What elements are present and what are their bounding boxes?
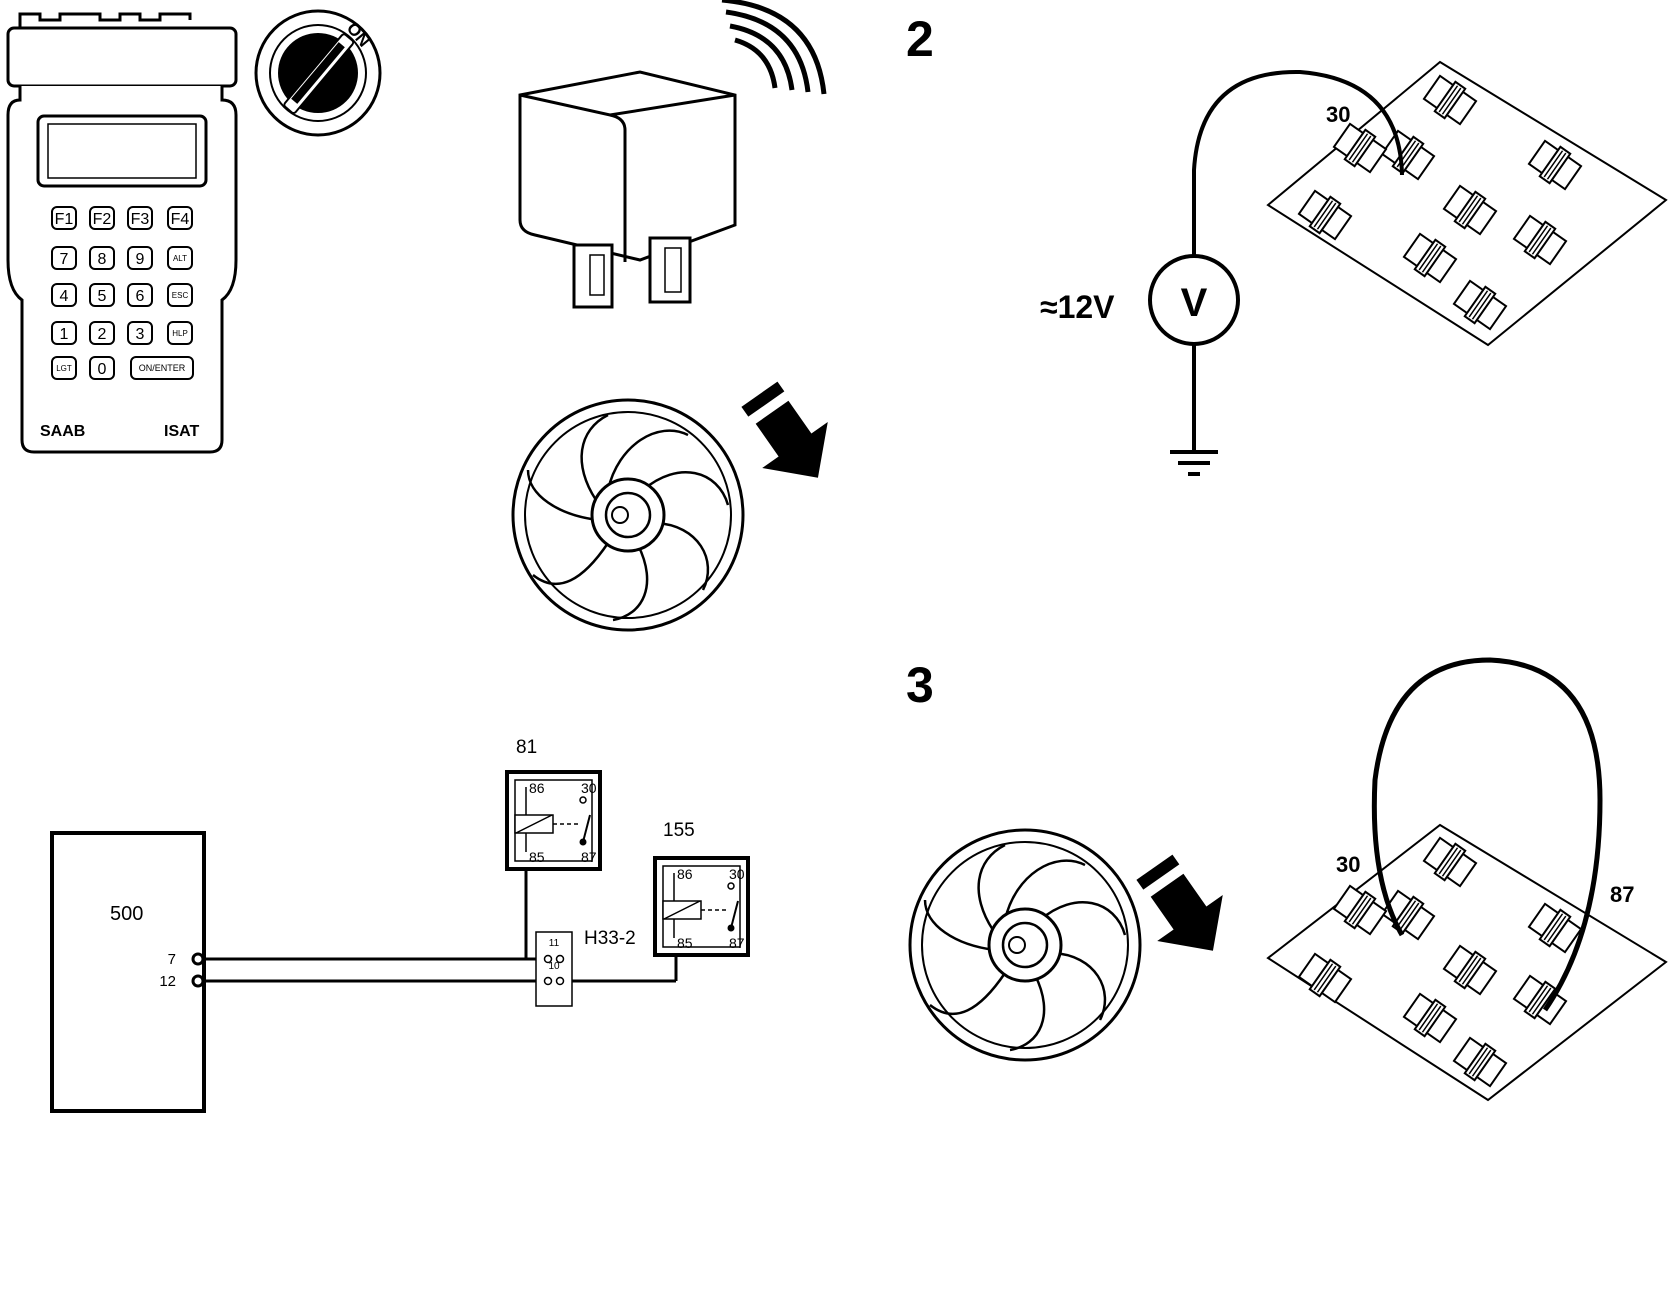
svg-text:ESC: ESC — [172, 291, 189, 300]
svg-text:9: 9 — [136, 251, 145, 268]
step-3-number: 3 — [906, 657, 934, 713]
control-module-500 — [50, 831, 206, 1113]
tester-key-1: 1 — [51, 321, 77, 345]
svg-text:HLP: HLP — [172, 329, 188, 338]
tester-key-hlp: HLP — [167, 321, 193, 345]
connector-pin-11-label: 11 — [549, 938, 560, 949]
ground-icon — [1170, 344, 1218, 476]
relay-155-pin-86: 86 — [677, 866, 693, 882]
relay-155-label: 155 — [663, 820, 695, 841]
test-lead — [1192, 69, 1404, 255]
relay-155-pin-30: 30 — [729, 866, 745, 882]
rotation-arrow-icon-2 — [1134, 854, 1246, 974]
svg-text:8: 8 — [98, 251, 107, 268]
tester-key-alt: ALT — [167, 246, 193, 270]
connector-h33-2 — [535, 931, 573, 1007]
tester-key-f2: F2 — [89, 206, 115, 230]
svg-text:F4: F4 — [171, 211, 190, 228]
voltage-label: ≈12V — [1040, 289, 1115, 325]
svg-text:F2: F2 — [93, 211, 112, 228]
socket-terminal-30-label: 30 — [1326, 102, 1350, 127]
relay-81-pin-85: 85 — [529, 849, 545, 865]
relay-81-pin-87: 87 — [581, 849, 597, 865]
voltmeter-symbol: V — [1181, 281, 1208, 325]
tester-key-8: 8 — [89, 246, 115, 270]
tester-key-lgt: LGT — [51, 356, 77, 380]
control-module-label: 500 — [110, 903, 143, 925]
tester-key-esc: ESC — [167, 283, 193, 307]
isat-tester-icon — [6, 12, 238, 454]
svg-text:ON/ENTER: ON/ENTER — [139, 363, 186, 373]
step-2-number: 2 — [906, 11, 934, 67]
svg-text:F3: F3 — [131, 211, 150, 228]
rotation-arrow-icon — [739, 381, 851, 501]
tester-key-f4: F4 — [167, 206, 193, 230]
relay-cube-icon — [518, 70, 737, 309]
svg-text:F1: F1 — [55, 211, 74, 228]
relay-81-pin-30: 30 — [581, 780, 597, 796]
relay-81-pin-86: 86 — [529, 780, 545, 796]
tester-key-2: 2 — [89, 321, 115, 345]
tester-key-5: 5 — [89, 283, 115, 307]
wires — [191, 871, 678, 988]
svg-text:1: 1 — [60, 326, 69, 343]
relay-155-pin-85: 85 — [677, 935, 693, 951]
tester-key-7: 7 — [51, 246, 77, 270]
relay-155-symbol — [653, 856, 750, 957]
socket-terminal-87-label: 87 — [1610, 882, 1634, 907]
svg-text:6: 6 — [136, 288, 145, 305]
tester-key-on-enter: ON/ENTER — [130, 356, 194, 380]
tester-key-4: 4 — [51, 283, 77, 307]
tester-key-0: 0 — [89, 356, 115, 380]
tester-keypad: F1 F2 F3 F4 7 8 9 ALT 4 5 6 ESC 1 2 3 HLP LGT 0 ON/ENTER — [51, 206, 194, 380]
sound-waves-icon — [721, 0, 827, 95]
jumper-wire — [1371, 657, 1603, 1012]
svg-text:4: 4 — [60, 288, 69, 305]
tester-key-f3: F3 — [127, 206, 153, 230]
pin-12-label: 12 — [159, 973, 176, 990]
relay-81-label: 81 — [516, 737, 537, 758]
relay-81-symbol — [505, 770, 602, 871]
connector-pin-10-label: 10 — [548, 961, 560, 972]
cooling-fan-icon-2 — [908, 828, 1142, 1062]
tester-key-9: 9 — [127, 246, 153, 270]
svg-text:0: 0 — [98, 361, 107, 378]
svg-text:LGT: LGT — [56, 364, 72, 373]
tester-brand-label: SAAB — [40, 423, 85, 440]
tester-key-f1: F1 — [51, 206, 77, 230]
relay-socket-icon-2 — [1266, 823, 1668, 1102]
tester-key-3: 3 — [127, 321, 153, 345]
tester-key-6: 6 — [127, 283, 153, 307]
svg-text:7: 7 — [60, 251, 69, 268]
tester-model-label: ISAT — [164, 423, 199, 440]
connector-label: H33-2 — [584, 928, 636, 949]
relay-155-pin-87: 87 — [729, 935, 745, 951]
socket-terminal-30-label-2: 30 — [1336, 852, 1360, 877]
svg-text:2: 2 — [98, 326, 107, 343]
svg-text:ALT: ALT — [173, 254, 187, 263]
svg-text:3: 3 — [136, 326, 145, 343]
ignition-switch-icon — [254, 9, 382, 137]
svg-text:5: 5 — [98, 288, 107, 305]
pin-7-label: 7 — [168, 951, 176, 968]
cooling-fan-icon — [511, 398, 745, 632]
